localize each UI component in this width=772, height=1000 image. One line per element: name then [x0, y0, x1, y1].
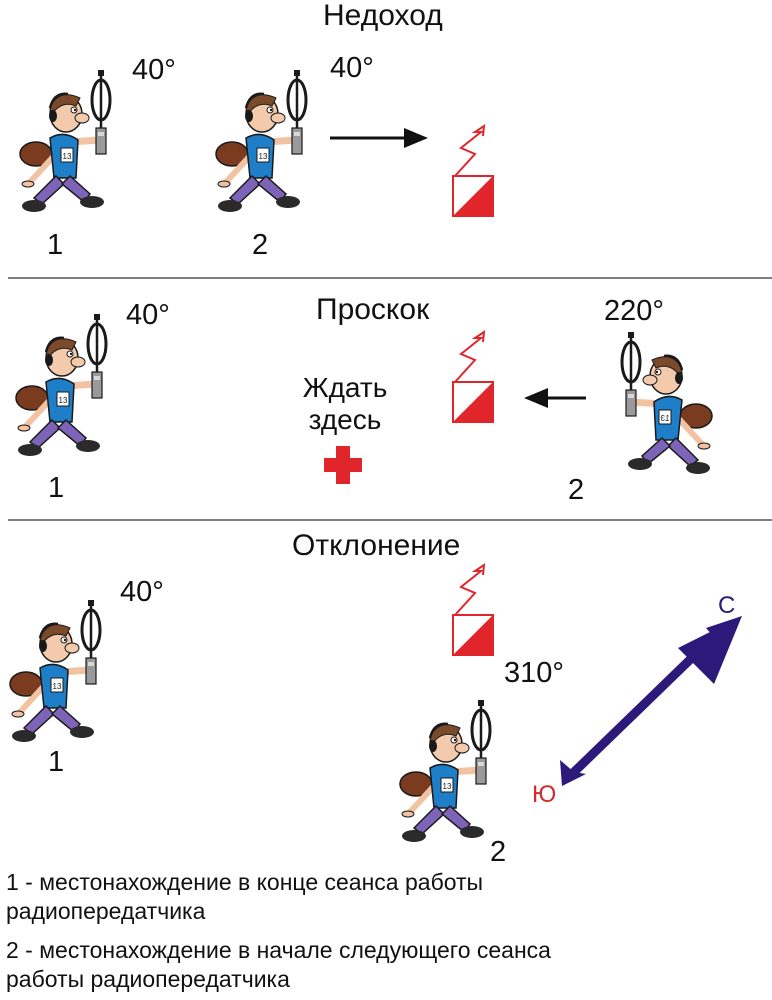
- position-label-s3-2: 2: [490, 836, 507, 868]
- section-title-undershoot: Недоход: [323, 0, 443, 32]
- runner-figure-s1-1: [20, 70, 110, 212]
- position-label-s3-1: 1: [48, 746, 65, 778]
- bearing-label-s1-1: 40°: [132, 54, 176, 86]
- compass-arrow: [560, 616, 742, 786]
- position-label-s2-2: 2: [568, 474, 585, 506]
- legend-item-2: 2 - местонахождение в начале следующего …: [6, 937, 551, 992]
- arrow-left-s2: [524, 388, 586, 408]
- bearing-label-s1-2: 40°: [330, 52, 374, 84]
- section-title-overshoot: Проскок: [316, 293, 430, 326]
- bearing-label-s3-2: 310°: [504, 657, 564, 689]
- compass-south-label: Ю: [532, 781, 557, 808]
- wait-cross-icon: [324, 446, 362, 484]
- beacon-icon-s2: [452, 331, 494, 423]
- runner-figure-s3-2: [400, 700, 490, 842]
- position-label-s1-2: 2: [252, 229, 269, 261]
- runner-figure-s1-2: [216, 70, 306, 212]
- legend-item-1: 1 - местонахождение в конце сеанса работ…: [6, 869, 484, 924]
- runner-figure-s2-1: [16, 314, 106, 456]
- wait-here-label: Ждать здесь: [302, 372, 388, 435]
- bearing-label-s2-1: 40°: [126, 299, 170, 331]
- bearing-label-s2-2: 220°: [604, 295, 664, 327]
- beacon-icon-s1: [452, 125, 494, 217]
- runner-figure-s3-1: [10, 600, 100, 742]
- compass-north-label: С: [718, 592, 736, 619]
- section-title-deviation: Отклонение: [292, 529, 461, 562]
- beacon-icon-s3: [452, 564, 494, 656]
- runner-figure-s2-2: [622, 332, 712, 474]
- position-label-s2-1: 1: [48, 472, 65, 504]
- position-label-s1-1: 1: [47, 229, 64, 261]
- bearing-label-s3-1: 40°: [120, 576, 164, 608]
- arrow-right-s1: [330, 128, 428, 148]
